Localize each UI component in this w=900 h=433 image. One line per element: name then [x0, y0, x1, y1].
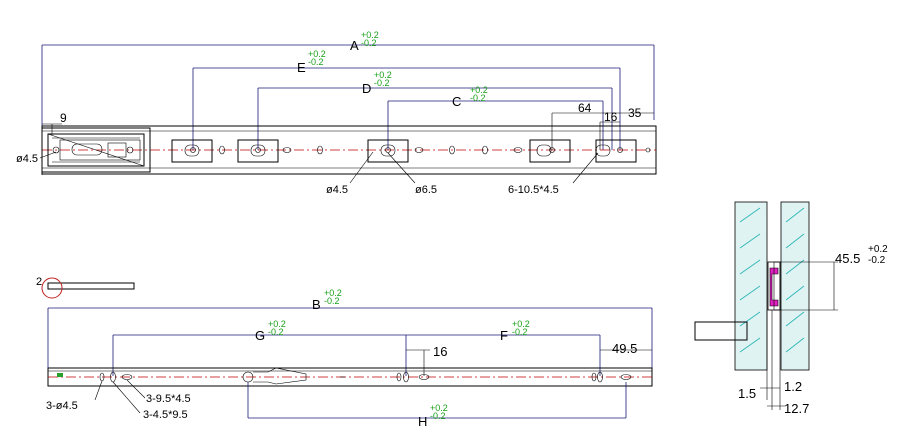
slide-seal — [769, 267, 779, 307]
b-hole-9 — [620, 374, 632, 380]
dim-h-tol-plus: +0.2 — [430, 403, 448, 413]
small-hole-6 — [482, 145, 488, 155]
slot-bracket-2 — [237, 139, 279, 163]
phi-small-label: ø4.5 — [326, 184, 348, 196]
phi-left-label: ø4.5 — [16, 153, 38, 165]
dim-d-label: D — [362, 81, 371, 96]
dim-16b-label: 16 — [433, 344, 447, 359]
phi-large-label: ø6.5 — [415, 184, 437, 196]
b-hole-3 — [121, 374, 133, 380]
dim-b-label: B — [312, 297, 321, 312]
small-hole-7 — [513, 147, 523, 153]
shelf — [694, 321, 748, 341]
dim-9-label: 9 — [60, 111, 67, 125]
dim-49-label: 49.5 — [612, 341, 637, 356]
holes1-leader — [94, 380, 103, 401]
dim-d-tol-plus: +0.2 — [374, 70, 392, 80]
dim-a-tol-plus: +0.2 — [361, 30, 379, 40]
dim-e-label: E — [297, 60, 306, 75]
thickness-strip — [47, 282, 135, 290]
slot-bracket-5 — [595, 139, 637, 163]
left-panel — [734, 201, 768, 371]
dim-f-tol-minus: -0.2 — [512, 327, 528, 337]
dim-127-label: 12.7 — [784, 401, 809, 416]
thickness-label: 2 — [36, 276, 42, 288]
small-hole-8 — [645, 147, 651, 153]
phi-small-leader — [349, 151, 374, 184]
dim-g-tol-plus: +0.2 — [268, 319, 286, 329]
phi-left-leader — [39, 151, 57, 159]
slots-leader — [572, 152, 599, 184]
dim-e-tol-plus: +0.2 — [308, 49, 326, 59]
top-view: A +0.2 -0.2 E +0.2 -0.2 D +0.2 -0.2 C +0… — [16, 30, 657, 196]
holes-label-1: 3-ø4.5 — [46, 400, 78, 412]
holes3-leader — [112, 381, 141, 414]
b-hole-6 — [418, 374, 430, 380]
b-hole-8 — [597, 371, 603, 383]
dim-g-tol-minus: -0.2 — [268, 327, 284, 337]
dim-f-tol-plus: +0.2 — [512, 319, 530, 329]
dim-45-tol-plus: +0.2 — [868, 244, 888, 255]
dim-12-label: 1.2 — [784, 379, 802, 394]
slot-bracket-3 — [367, 139, 409, 163]
dim-h-label: H — [418, 414, 427, 429]
dim-d-tol-minus: -0.2 — [374, 78, 390, 88]
green-marker — [57, 373, 63, 377]
dim-64-label: 64 — [578, 101, 592, 115]
slot-bracket-1 — [171, 139, 213, 163]
small-hole-5 — [449, 145, 455, 155]
phi-large-leader — [387, 152, 416, 184]
dim-16-label: 16 — [604, 110, 618, 124]
dim-a-label: A — [350, 38, 359, 53]
holes-label-2: 3-9.5*4.5 — [146, 393, 191, 405]
slot-bracket-4 — [529, 139, 571, 163]
dim-c-label: C — [452, 94, 461, 109]
dim-45-label: 45.5 — [835, 251, 860, 266]
b-spring-clip — [253, 367, 307, 385]
dim-e-tol-minus: -0.2 — [308, 57, 324, 67]
hatch-right — [785, 207, 805, 353]
b-hole-4 — [396, 372, 402, 382]
dim-f-label: F — [500, 328, 508, 343]
right-panel — [780, 201, 810, 371]
small-hole-1 — [219, 145, 225, 155]
dim-g-label: G — [255, 328, 265, 343]
dim-a-tol-minus: -0.2 — [361, 38, 377, 48]
b-hole-5 — [403, 371, 409, 383]
dim-b-tol-plus: +0.2 — [324, 288, 342, 298]
small-hole-4 — [414, 147, 424, 153]
dim-35-label: 35 — [628, 106, 642, 120]
dim-45-tol-minus: -0.2 — [868, 255, 886, 266]
dim-15-label: 1.5 — [738, 386, 756, 401]
dim-c-tol-plus: +0.2 — [470, 85, 488, 95]
thickness-detail: 2 — [36, 276, 135, 299]
small-hole-2 — [282, 147, 292, 153]
hatch-left — [739, 207, 761, 353]
top-left-mechanism — [41, 127, 151, 173]
slide-inner — [773, 261, 781, 311]
dim-c-tol-minus: -0.2 — [470, 93, 486, 103]
dim-b-tol-minus: -0.2 — [324, 296, 340, 306]
dim-h-tol-minus: -0.2 — [430, 411, 446, 421]
holes2-leader — [126, 379, 146, 399]
section-view: 45.5 +0.2 -0.2 1.5 1.2 12.7 — [694, 201, 888, 416]
detail-circle — [41, 277, 63, 299]
b-hole-7 — [591, 372, 597, 382]
holes-label-3: 3-4.5*9.5 — [143, 409, 188, 421]
small-hole-3 — [317, 145, 323, 155]
slots-label: 6-10.5*4.5 — [508, 184, 559, 196]
bottom-view: B +0.2 -0.2 G +0.2 -0.2 F +0.2 -0.2 16 4… — [46, 288, 653, 429]
